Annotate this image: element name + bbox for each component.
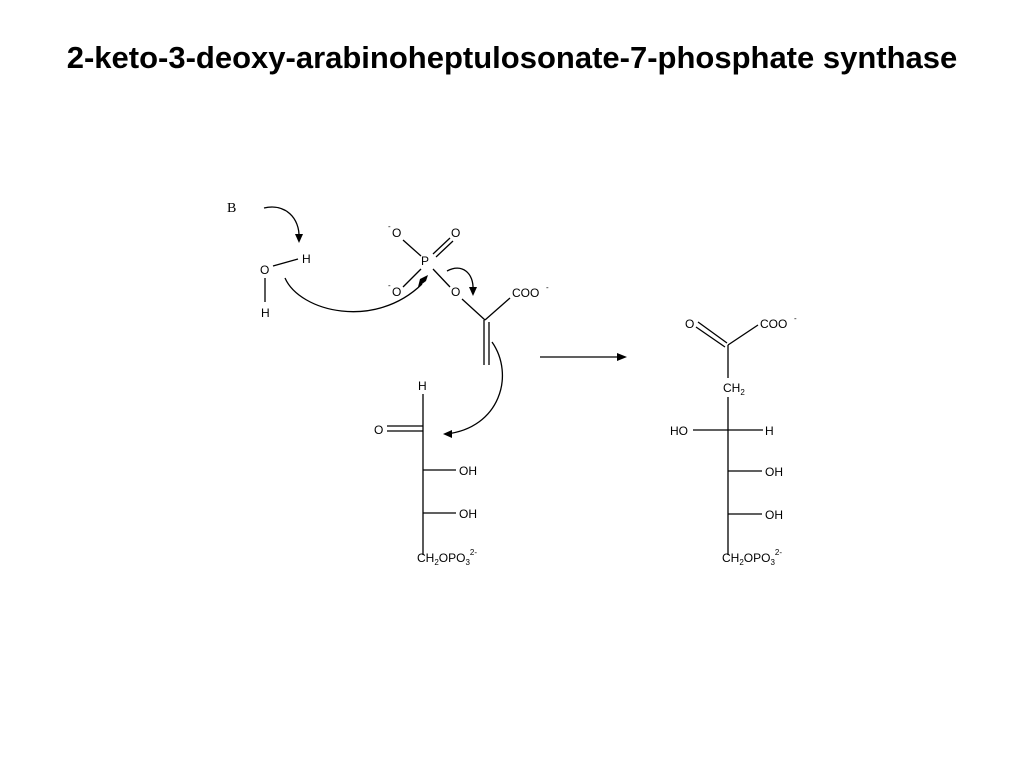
pep-o-minus-top: O xyxy=(392,226,401,240)
p-o-bond-bridge xyxy=(432,268,451,288)
base-to-h-arrow xyxy=(263,206,300,239)
page-title: 2-keto-3-deoxy-arabinoheptulosonate-7-ph… xyxy=(66,40,958,75)
product-ch2-label: CH2 xyxy=(723,381,745,397)
pep-phosphorus: P xyxy=(421,254,429,268)
e4p-oh-2: OH xyxy=(459,507,477,521)
enol-attack-arrow-head xyxy=(443,430,452,438)
product-oh-1: OH xyxy=(765,465,783,479)
o-c-bond xyxy=(461,298,486,321)
product-keto-o: O xyxy=(685,317,694,331)
water-hydrogen-bottom: H xyxy=(261,306,270,320)
p-o-double-bond-2 xyxy=(435,240,454,258)
product-co-double-bond-2 xyxy=(695,326,726,348)
pep-o-bridge: O xyxy=(451,285,460,299)
pep-o-bottom-charge: - xyxy=(388,281,391,290)
water-attack-arrow xyxy=(284,277,423,313)
e4p-phosphate-group: CH2OPO32- xyxy=(417,548,477,567)
c-coo-bond xyxy=(484,297,511,321)
pep-carboxylate-charge: - xyxy=(546,283,549,292)
product-phosphate-group: CH2OPO32- xyxy=(722,548,782,567)
e4p-oh-1: OH xyxy=(459,464,477,478)
product-ho: HO xyxy=(670,424,688,438)
pep-o-double: O xyxy=(451,226,460,240)
e4p-aldehyde-h: H xyxy=(418,379,427,393)
product-carboxylate-charge: - xyxy=(794,314,797,323)
product-h: H xyxy=(765,424,774,438)
p-o-double-bond-1 xyxy=(432,237,451,255)
water-hydrogen-top: H xyxy=(302,252,311,266)
pep-o-minus-bottom: O xyxy=(392,285,401,299)
water-oh-bond-top xyxy=(272,258,299,267)
po-cleavage-arrow xyxy=(446,267,474,291)
enol-attack-arrow xyxy=(445,341,504,435)
p-o-bond-top-left xyxy=(402,239,422,257)
product-oh-2: OH xyxy=(765,508,783,522)
e4p-carbonyl-o: O xyxy=(374,423,383,437)
water-attack-arrow-head xyxy=(418,275,428,287)
po-cleavage-arrow-head xyxy=(469,287,477,296)
product-c-coo-bond xyxy=(727,324,759,346)
pep-o-top-charge: - xyxy=(388,222,391,231)
p-o-bond-bottom-left xyxy=(402,268,422,288)
pep-carboxylate: COO xyxy=(512,286,539,300)
base-label: B xyxy=(227,201,236,216)
water-oxygen: O xyxy=(260,263,269,277)
product-carboxylate: COO xyxy=(760,317,787,331)
base-arrow-head xyxy=(295,234,303,243)
product-co-double-bond-1 xyxy=(697,321,728,344)
reaction-arrow-head xyxy=(617,353,627,361)
